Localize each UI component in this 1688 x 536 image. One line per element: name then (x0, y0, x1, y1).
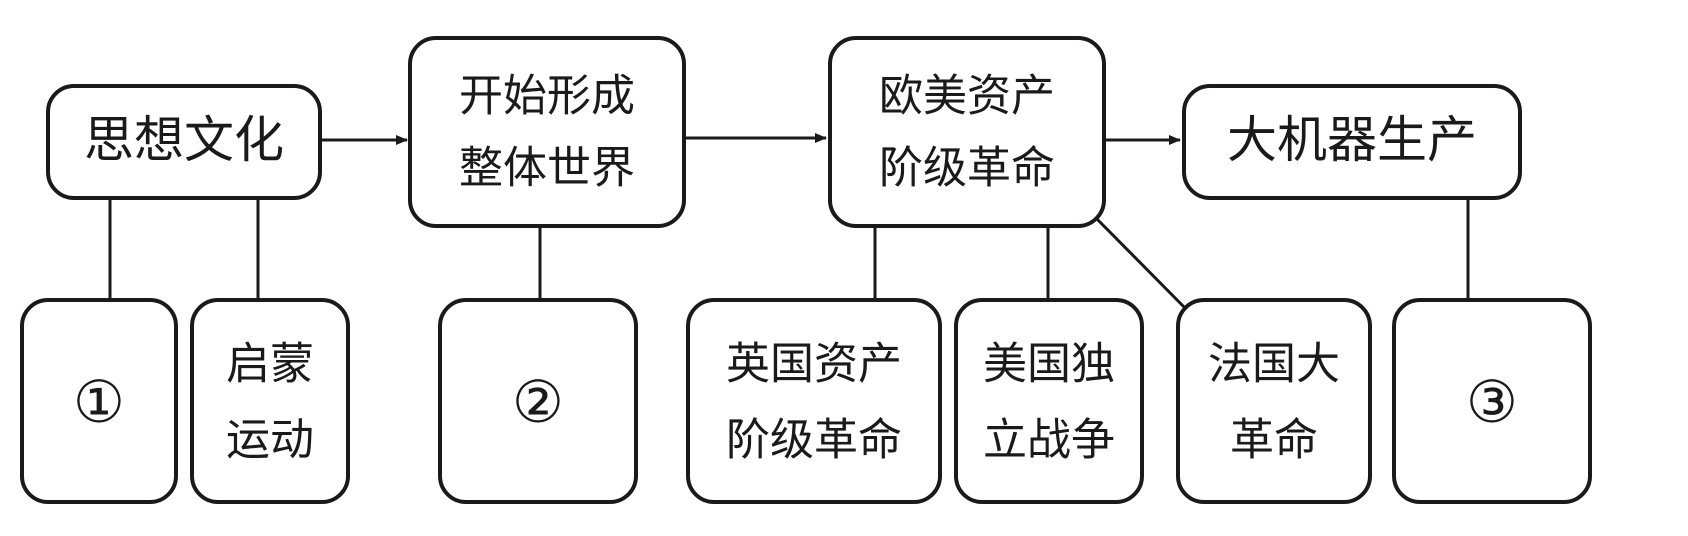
american-war-line2: 立战争 (983, 415, 1115, 466)
machine-production-label: 大机器生产 (1227, 111, 1477, 169)
blank-2-marker: ② (512, 368, 564, 436)
revolution-line1: 欧美资产 (879, 71, 1055, 122)
blank-3-marker: ③ (1466, 368, 1518, 436)
french-revolution-line1: 法国大 (1208, 339, 1340, 390)
english-revolution-line1: 英国资产 (726, 339, 902, 390)
world-formation-line1: 开始形成 (459, 71, 635, 122)
box-thought-culture: 思想文化 (46, 84, 322, 200)
box-world-formation: 开始形成 整体世界 (408, 36, 686, 228)
french-revolution-line2: 革命 (1230, 415, 1318, 466)
box-blank-2: ② (438, 298, 638, 504)
english-revolution-line2: 阶级革命 (726, 415, 902, 466)
world-formation-line2: 整体世界 (459, 143, 635, 194)
box-french-revolution: 法国大 革命 (1176, 298, 1372, 504)
revolution-line2: 阶级革命 (879, 143, 1055, 194)
connector-revolution-to-french (1090, 212, 1190, 313)
enlightenment-line1: 启蒙 (226, 339, 314, 390)
box-blank-3: ③ (1392, 298, 1592, 504)
box-blank-1: ① (20, 298, 178, 504)
box-english-revolution: 英国资产 阶级革命 (686, 298, 942, 504)
thought-culture-label: 思想文化 (84, 111, 284, 169)
blank-1-marker: ① (73, 368, 125, 436)
box-enlightenment: 启蒙 运动 (190, 298, 350, 504)
american-war-line1: 美国独 (983, 339, 1115, 390)
enlightenment-line2: 运动 (226, 415, 314, 466)
box-machine-production: 大机器生产 (1182, 84, 1522, 200)
box-euro-american-revolution: 欧美资产 阶级革命 (828, 36, 1106, 228)
box-american-war: 美国独 立战争 (954, 298, 1144, 504)
